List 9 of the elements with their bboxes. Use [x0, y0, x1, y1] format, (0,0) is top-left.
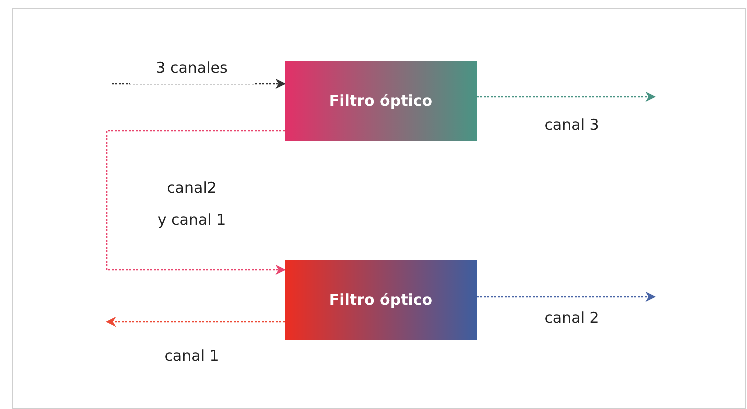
arrow: [106, 130, 286, 276]
arrow: [112, 78, 286, 90]
filter-box: [285, 61, 477, 141]
arrow: [477, 292, 656, 302]
arrow: [477, 92, 656, 102]
arrow: [106, 316, 285, 328]
filter-box: [285, 260, 477, 340]
filter-label: Filtro óptico: [329, 92, 433, 110]
filter-label: Filtro óptico: [329, 291, 433, 309]
